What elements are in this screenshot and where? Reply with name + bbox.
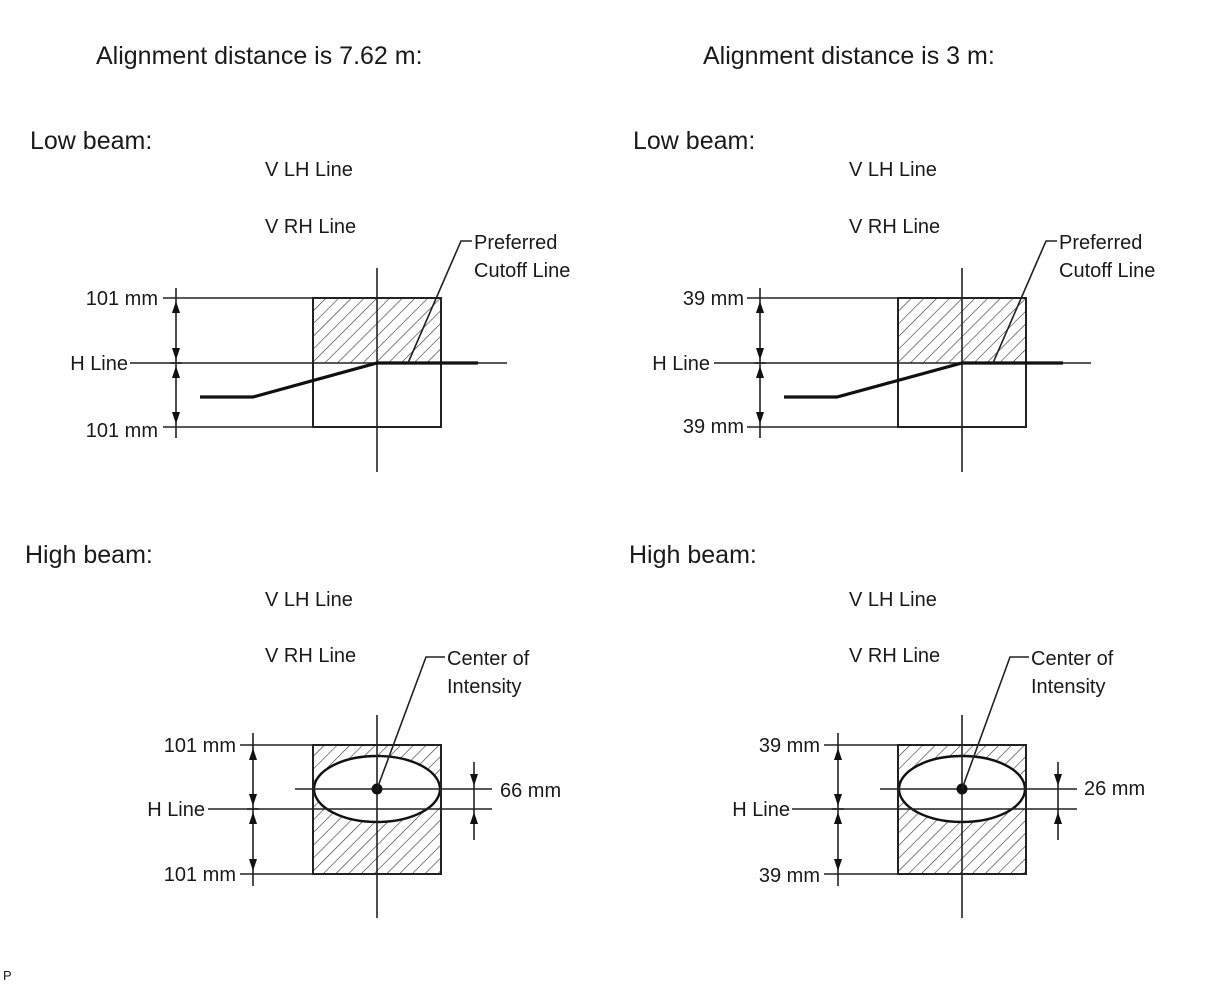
- right-high-beam-arrow: [834, 859, 842, 871]
- left-high-beam-arrow: [249, 748, 257, 760]
- left-high-beam-heading: High beam:: [25, 541, 153, 569]
- right-high-beam-heading: High beam:: [629, 541, 757, 569]
- right-high-beam-arrow: [834, 812, 842, 824]
- left-low-beam-callout-leader: [407, 240, 472, 364]
- right-low-beam-arrow: [756, 348, 764, 360]
- left-high-beam-v-rh-label: V RH Line: [265, 645, 356, 667]
- left-high-beam-arrow: [249, 812, 257, 824]
- left-high-beam-v-lh-label: V LH Line: [265, 589, 353, 611]
- left-high-beam-offset-dim: 66 mm: [500, 780, 561, 802]
- left-high-beam-offset-arrow: [470, 812, 478, 824]
- left-high-beam-arrow: [249, 859, 257, 871]
- left-high-beam-lower-dim: 101 mm: [164, 864, 236, 886]
- left-high-beam-upper-dim: 101 mm: [164, 735, 236, 757]
- left-low-beam-h-line-label: H Line: [70, 353, 128, 375]
- right-panel-title: Alignment distance is 3 m:: [703, 42, 995, 70]
- right-low-beam-v-lh-label: V LH Line: [849, 159, 937, 181]
- left-low-beam-callout-line1: Preferred: [474, 232, 557, 254]
- left-low-beam-heading: Low beam:: [30, 127, 152, 155]
- left-low-beam-arrow: [172, 301, 180, 313]
- left-low-beam-arrow: [172, 412, 180, 424]
- right-high-beam-offset-arrow: [1054, 812, 1062, 824]
- left-low-beam-v-lh-label: V LH Line: [265, 159, 353, 181]
- right-high-beam-h-line-label: H Line: [732, 799, 790, 821]
- right-high-beam-diagram: High beam: V LH Line V RH Line Center of…: [629, 541, 1145, 918]
- right-high-beam-offset-arrow: [1054, 774, 1062, 786]
- left-low-beam-diagram: Low beam: V LH Line V RH Line Preferred …: [30, 127, 570, 472]
- right-low-beam-h-line-label: H Line: [652, 353, 710, 375]
- left-high-beam-callout-leader: [376, 656, 445, 790]
- right-low-beam-v-rh-label: V RH Line: [849, 216, 940, 238]
- left-low-beam-callout-line2: Cutoff Line: [474, 260, 570, 282]
- right-high-beam-v-lh-label: V LH Line: [849, 589, 937, 611]
- right-low-beam-arrow: [756, 366, 764, 378]
- left-high-beam-offset-arrow: [470, 774, 478, 786]
- left-high-beam-h-line-label: H Line: [147, 799, 205, 821]
- right-high-beam-callout-leader: [961, 656, 1029, 790]
- right-low-beam-callout-leader: [992, 240, 1057, 364]
- left-low-beam-lower-dim: 101 mm: [86, 420, 158, 442]
- right-high-beam-lower-dim: 39 mm: [759, 865, 820, 887]
- right-low-beam-heading: Low beam:: [633, 127, 755, 155]
- right-high-beam-v-rh-label: V RH Line: [849, 645, 940, 667]
- right-low-beam-diagram: Low beam: V LH Line V RH Line Preferred …: [633, 127, 1155, 472]
- left-panel-title: Alignment distance is 7.62 m:: [96, 42, 423, 70]
- right-low-beam-callout-line1: Preferred: [1059, 232, 1142, 254]
- left-high-beam-callout-line1: Center of: [447, 648, 530, 670]
- left-low-beam-v-rh-label: V RH Line: [265, 216, 356, 238]
- right-low-beam-callout-line2: Cutoff Line: [1059, 260, 1155, 282]
- right-high-beam-arrow: [834, 748, 842, 760]
- left-low-beam-upper-dim: 101 mm: [86, 288, 158, 310]
- right-low-beam-upper-dim: 39 mm: [683, 288, 744, 310]
- left-low-beam-arrow: [172, 366, 180, 378]
- right-low-beam-arrow: [756, 301, 764, 313]
- right-high-beam-callout-line2: Intensity: [1031, 676, 1105, 698]
- corner-mark: P: [3, 968, 12, 983]
- right-high-beam-callout-line1: Center of: [1031, 648, 1114, 670]
- right-high-beam-upper-dim: 39 mm: [759, 735, 820, 757]
- right-low-beam-lower-dim: 39 mm: [683, 416, 744, 438]
- right-low-beam-arrow: [756, 412, 764, 424]
- right-low-beam-cutoff-line: [784, 361, 1063, 399]
- left-high-beam-arrow: [249, 794, 257, 806]
- left-low-beam-arrow: [172, 348, 180, 360]
- right-high-beam-offset-dim: 26 mm: [1084, 778, 1145, 800]
- left-high-beam-diagram: High beam: V LH Line V RH Line Center of…: [25, 541, 561, 918]
- left-low-beam-cutoff-line: [200, 361, 478, 399]
- left-high-beam-callout-line2: Intensity: [447, 676, 521, 698]
- right-high-beam-arrow: [834, 794, 842, 806]
